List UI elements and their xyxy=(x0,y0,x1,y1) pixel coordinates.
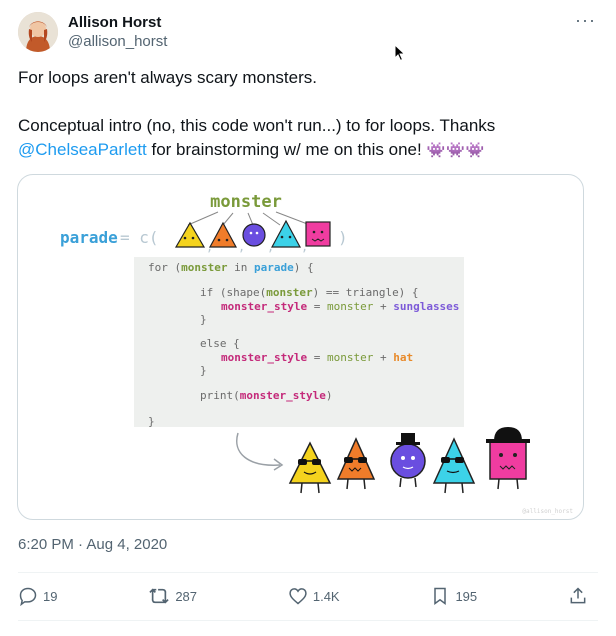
tweet-media-image[interactable]: monster parade = c( , , , xyxy=(17,174,584,520)
reply-icon xyxy=(18,586,38,606)
close-paren: ) xyxy=(338,228,348,247)
svg-text:,: , xyxy=(267,240,274,254)
bookmark-count: 195 xyxy=(455,588,478,604)
svg-text:,: , xyxy=(301,240,308,254)
author-names: Allison Horst @allison_horst xyxy=(68,13,167,52)
tweet-line-2: Conceptual intro (no, this code won't ru… xyxy=(18,116,496,135)
parade-word: parade xyxy=(60,228,118,247)
like-button[interactable]: 1.4K xyxy=(288,586,340,606)
svg-text:for (monster in parade) {: for (monster in parade) { xyxy=(148,261,314,274)
display-name[interactable]: Allison Horst xyxy=(68,14,162,31)
assign-op: = c( xyxy=(120,228,159,247)
divider-bottom xyxy=(18,620,598,621)
label-arrows xyxy=(187,211,311,226)
tweet-line-3: @ChelseaParlett for brainstorming w/ me … xyxy=(18,138,588,163)
svg-text:}: } xyxy=(148,415,155,428)
retweet-count: 287 xyxy=(175,588,198,604)
code-block xyxy=(134,257,464,427)
tweet-text: For loops aren't always scary monsters. … xyxy=(18,66,588,163)
mention-link[interactable]: @ChelseaParlett xyxy=(18,140,147,159)
svg-text:monster_style = monster + sung: monster_style = monster + sunglasses xyxy=(221,300,459,313)
bookmark-icon xyxy=(430,586,450,606)
share-button[interactable] xyxy=(568,586,588,606)
monster-label: monster xyxy=(210,192,282,212)
svg-text:}: } xyxy=(200,364,207,377)
action-bar: 19 287 1.4K 195 xyxy=(18,584,588,608)
divider xyxy=(18,572,598,573)
alien-monster-emoji: 👾👾👾 xyxy=(426,142,486,159)
retweet-icon xyxy=(148,586,170,606)
svg-text:if (shape(monster) == triangle: if (shape(monster) == triangle) { xyxy=(200,286,419,299)
heart-icon xyxy=(288,586,308,606)
styled-monsters xyxy=(288,427,530,494)
svg-text:print(monster_style): print(monster_style) xyxy=(200,389,332,402)
image-watermark: @allison_horst xyxy=(522,508,573,515)
timestamp[interactable]: 6:20 PM · Aug 4, 2020 xyxy=(18,536,168,553)
bookmark-button[interactable]: 195 xyxy=(430,586,477,606)
tweet-line-3-rest: for brainstorming w/ me on this one! xyxy=(146,140,427,159)
avatar[interactable] xyxy=(18,12,58,52)
mouse-cursor-icon xyxy=(394,43,406,67)
tweet-header: Allison Horst @allison_horst ··· xyxy=(18,10,598,56)
code-lines: for (monster in parade) { if (shape(mons… xyxy=(148,261,459,428)
svg-text:else {: else { xyxy=(200,337,240,350)
handle[interactable]: @allison_horst xyxy=(68,33,168,50)
monster-parade: , , , , xyxy=(174,219,331,254)
svg-text:}: } xyxy=(200,313,207,326)
tweet-line-1: For loops aren't always scary monsters. xyxy=(18,68,317,87)
reply-button[interactable]: 19 xyxy=(18,586,57,606)
more-horizontal-icon[interactable]: ··· xyxy=(575,10,596,30)
svg-text:,: , xyxy=(238,240,245,254)
like-count: 1.4K xyxy=(312,588,340,604)
reply-count: 19 xyxy=(43,588,58,604)
output-arrow xyxy=(236,432,281,466)
retweet-button[interactable]: 287 xyxy=(148,586,197,606)
share-icon xyxy=(568,586,588,606)
svg-text:monster_style = monster + hat: monster_style = monster + hat xyxy=(221,351,413,364)
